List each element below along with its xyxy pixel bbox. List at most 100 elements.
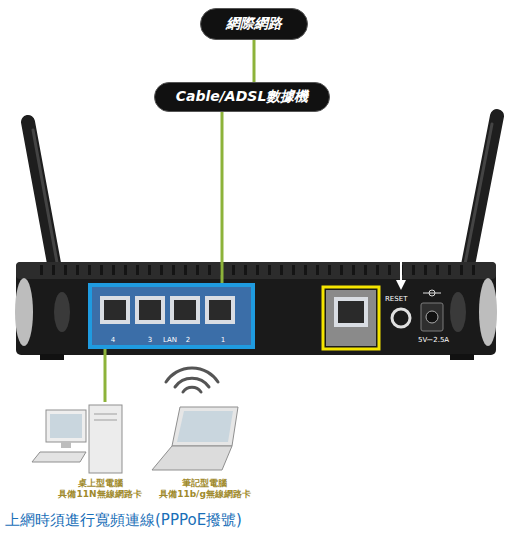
vent (460, 265, 463, 275)
tower (89, 405, 122, 473)
vent (424, 265, 427, 275)
vent (160, 265, 163, 275)
vent (76, 265, 79, 275)
power-jack (421, 290, 443, 331)
vent (40, 265, 43, 275)
port-rim (135, 296, 165, 324)
vent (88, 265, 91, 275)
internet-box: 網際網路 (200, 8, 308, 40)
vent (256, 265, 259, 275)
wireless-waves (166, 368, 218, 392)
vent (64, 265, 67, 275)
node-label: 筆記型電腦 具備11b/g無線網路卡 (159, 478, 251, 501)
port-rim (100, 296, 130, 324)
wave (175, 378, 209, 387)
vent (388, 265, 391, 275)
laptop-screen (177, 411, 233, 442)
foot (40, 354, 64, 360)
vent (124, 265, 127, 275)
button-label: RESET (385, 296, 407, 303)
polarity-symbol (423, 293, 441, 294)
vent (112, 265, 115, 275)
wave (183, 387, 201, 392)
end-cap (15, 278, 33, 346)
drive-bay (94, 420, 117, 421)
vent (364, 265, 367, 275)
reset-hole (392, 309, 410, 327)
port-number: LAN (163, 337, 177, 344)
laptop-node: 筆記型電腦 具備11b/g無線網路卡 (156, 402, 254, 501)
end-cap (479, 278, 497, 346)
desktop-node: 桌上型電腦 具備11N無線網路卡 (55, 402, 145, 501)
port-number: 2 (186, 337, 190, 344)
connector-line (104, 349, 107, 402)
port-hole (338, 301, 364, 323)
port-hole (174, 300, 196, 320)
vent (352, 265, 355, 275)
desktop-computer (32, 405, 122, 473)
connector-line (253, 40, 256, 82)
vent (136, 265, 139, 275)
reset-button (392, 248, 410, 327)
vent (268, 265, 271, 275)
modem-box: Cable/ADSL數據機 (154, 82, 330, 112)
port-number: 4 (111, 337, 115, 344)
vent (52, 265, 55, 275)
vent (376, 265, 379, 275)
vent (448, 265, 451, 275)
router-top (16, 262, 496, 279)
laptop-computer (152, 407, 238, 470)
laptop-lid (172, 407, 238, 446)
lan-port-group: 43LAN21 (88, 283, 255, 349)
vent (280, 265, 283, 275)
connector-line (221, 112, 224, 283)
node-label: Cable/ADSL數據機 (176, 88, 309, 106)
vent (208, 265, 211, 275)
lan-port (100, 296, 235, 324)
router-body (15, 262, 497, 360)
wan-port (323, 287, 379, 349)
wan-panel-face (326, 290, 376, 346)
vent (328, 265, 331, 275)
vent (172, 265, 175, 275)
vent (304, 265, 307, 275)
node-label: 網際網路 (226, 15, 282, 33)
antenna-base (54, 292, 70, 332)
port-rim (334, 297, 368, 327)
port-number: 3 (148, 337, 152, 344)
vents (40, 265, 475, 275)
node-label: 桌上型電腦 具備11N無線網路卡 (58, 478, 141, 501)
port-rim (170, 296, 200, 324)
antenna-base (450, 292, 466, 332)
vent (232, 265, 235, 275)
vent (244, 265, 247, 275)
pointer-line (400, 248, 402, 282)
port-hole (139, 300, 161, 320)
router-housing (16, 262, 496, 355)
wave (166, 368, 218, 382)
vent (184, 265, 187, 275)
vent (148, 265, 151, 275)
vent (472, 265, 475, 275)
vent (340, 265, 343, 275)
jack-housing (421, 303, 443, 331)
vent (436, 265, 439, 275)
vent (292, 265, 295, 275)
port-hole (209, 300, 231, 320)
drive-bay (94, 414, 117, 415)
vent (316, 265, 319, 275)
power-rating: 5V⎓2.5A (418, 337, 449, 344)
monitor-stand (61, 442, 71, 448)
screen (50, 414, 82, 438)
vent (412, 265, 415, 275)
jack-hole (426, 311, 438, 323)
vent (196, 265, 199, 275)
highlight-box (323, 287, 379, 349)
lan-panel-face (92, 287, 251, 345)
monitor (46, 410, 86, 442)
keyboard (32, 452, 86, 462)
laptop-base (152, 446, 232, 470)
